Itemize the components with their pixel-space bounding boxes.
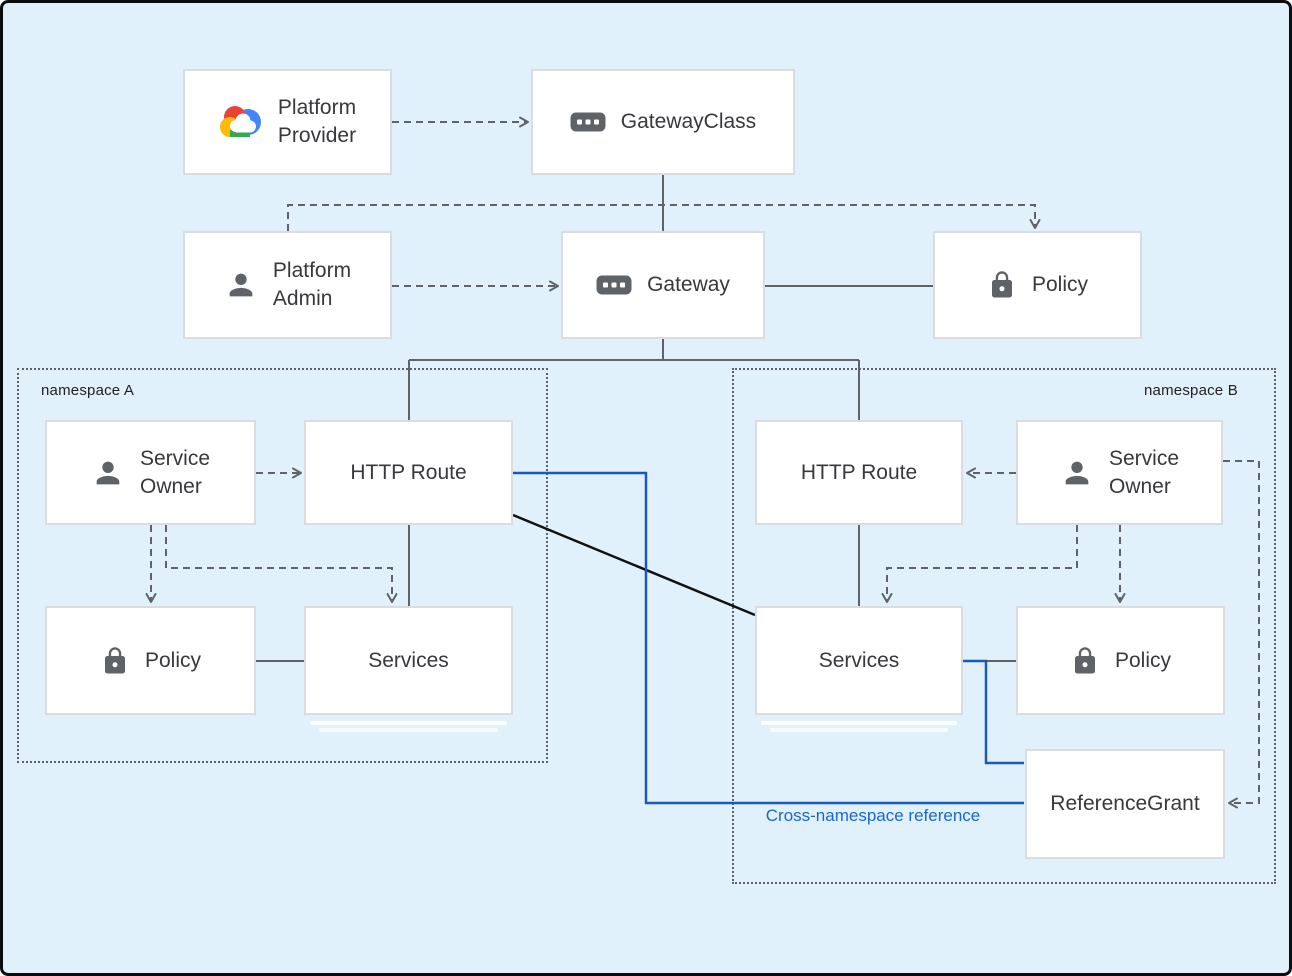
solid-gray-connectors xyxy=(256,175,1016,662)
person-icon xyxy=(224,268,258,302)
node-label: HTTP Route xyxy=(350,460,467,484)
namespace-b-container xyxy=(732,368,1276,884)
node-label: GatewayClass xyxy=(620,110,757,134)
namespace-b-label: namespace B xyxy=(1144,382,1238,399)
namespace-a-label: namespace A xyxy=(41,382,135,399)
connector-lines xyxy=(145,116,1260,809)
node-reference-grant: ReferenceGrant xyxy=(1025,749,1225,859)
lock-icon xyxy=(987,268,1017,302)
cross-namespace-connectors xyxy=(513,471,1024,805)
node-http-route-b: HTTP Route xyxy=(755,420,963,525)
node-services-a: Services xyxy=(304,606,513,715)
node-http-route-a: HTTP Route xyxy=(304,420,513,525)
node-label: Service Owner xyxy=(139,446,211,498)
node-service-owner-a: Service Owner xyxy=(45,420,256,525)
person-icon xyxy=(1060,456,1094,490)
node-policy-b: Policy xyxy=(1016,606,1225,715)
dashed-arrow-connectors xyxy=(145,116,1260,809)
node-label: Platform Admin xyxy=(272,259,352,310)
resource-chip-icon xyxy=(570,112,606,132)
node-label: Gateway xyxy=(647,273,730,297)
node-label: Policy xyxy=(144,648,202,672)
node-services-b: Services xyxy=(755,606,963,715)
node-label: Platform Provider xyxy=(277,96,357,147)
route-to-service-diagonal-connector xyxy=(512,513,756,617)
services-b-stack-line xyxy=(761,721,957,725)
node-label: Services xyxy=(818,648,900,672)
services-a-stack-line xyxy=(319,728,498,732)
node-label: Policy xyxy=(1031,273,1089,297)
services-a-stack-line xyxy=(310,721,507,725)
node-label: Policy xyxy=(1114,648,1172,672)
services-b-stack-line xyxy=(770,728,948,732)
node-platform-admin: Platform Admin xyxy=(183,231,392,339)
node-policy-a: Policy xyxy=(45,606,256,715)
node-gateway-class: GatewayClass xyxy=(531,69,795,175)
person-icon xyxy=(91,456,125,490)
node-gateway: Gateway xyxy=(561,231,765,339)
node-label: Service Owner xyxy=(1108,446,1180,498)
resource-chip-icon xyxy=(596,275,632,295)
node-policy-top: Policy xyxy=(933,231,1142,339)
node-label: ReferenceGrant xyxy=(1050,792,1200,816)
lock-icon xyxy=(100,644,130,678)
node-label: Services xyxy=(368,648,449,672)
node-platform-provider: Platform Provider xyxy=(183,69,392,175)
node-service-owner-b: Service Owner xyxy=(1016,420,1223,525)
lock-icon xyxy=(1070,644,1100,678)
node-label: HTTP Route xyxy=(800,460,918,484)
namespace-a-container xyxy=(17,368,548,763)
cross-namespace-reference-label: Cross-namespace reference xyxy=(765,806,981,825)
google-cloud-logo-icon xyxy=(219,104,263,140)
